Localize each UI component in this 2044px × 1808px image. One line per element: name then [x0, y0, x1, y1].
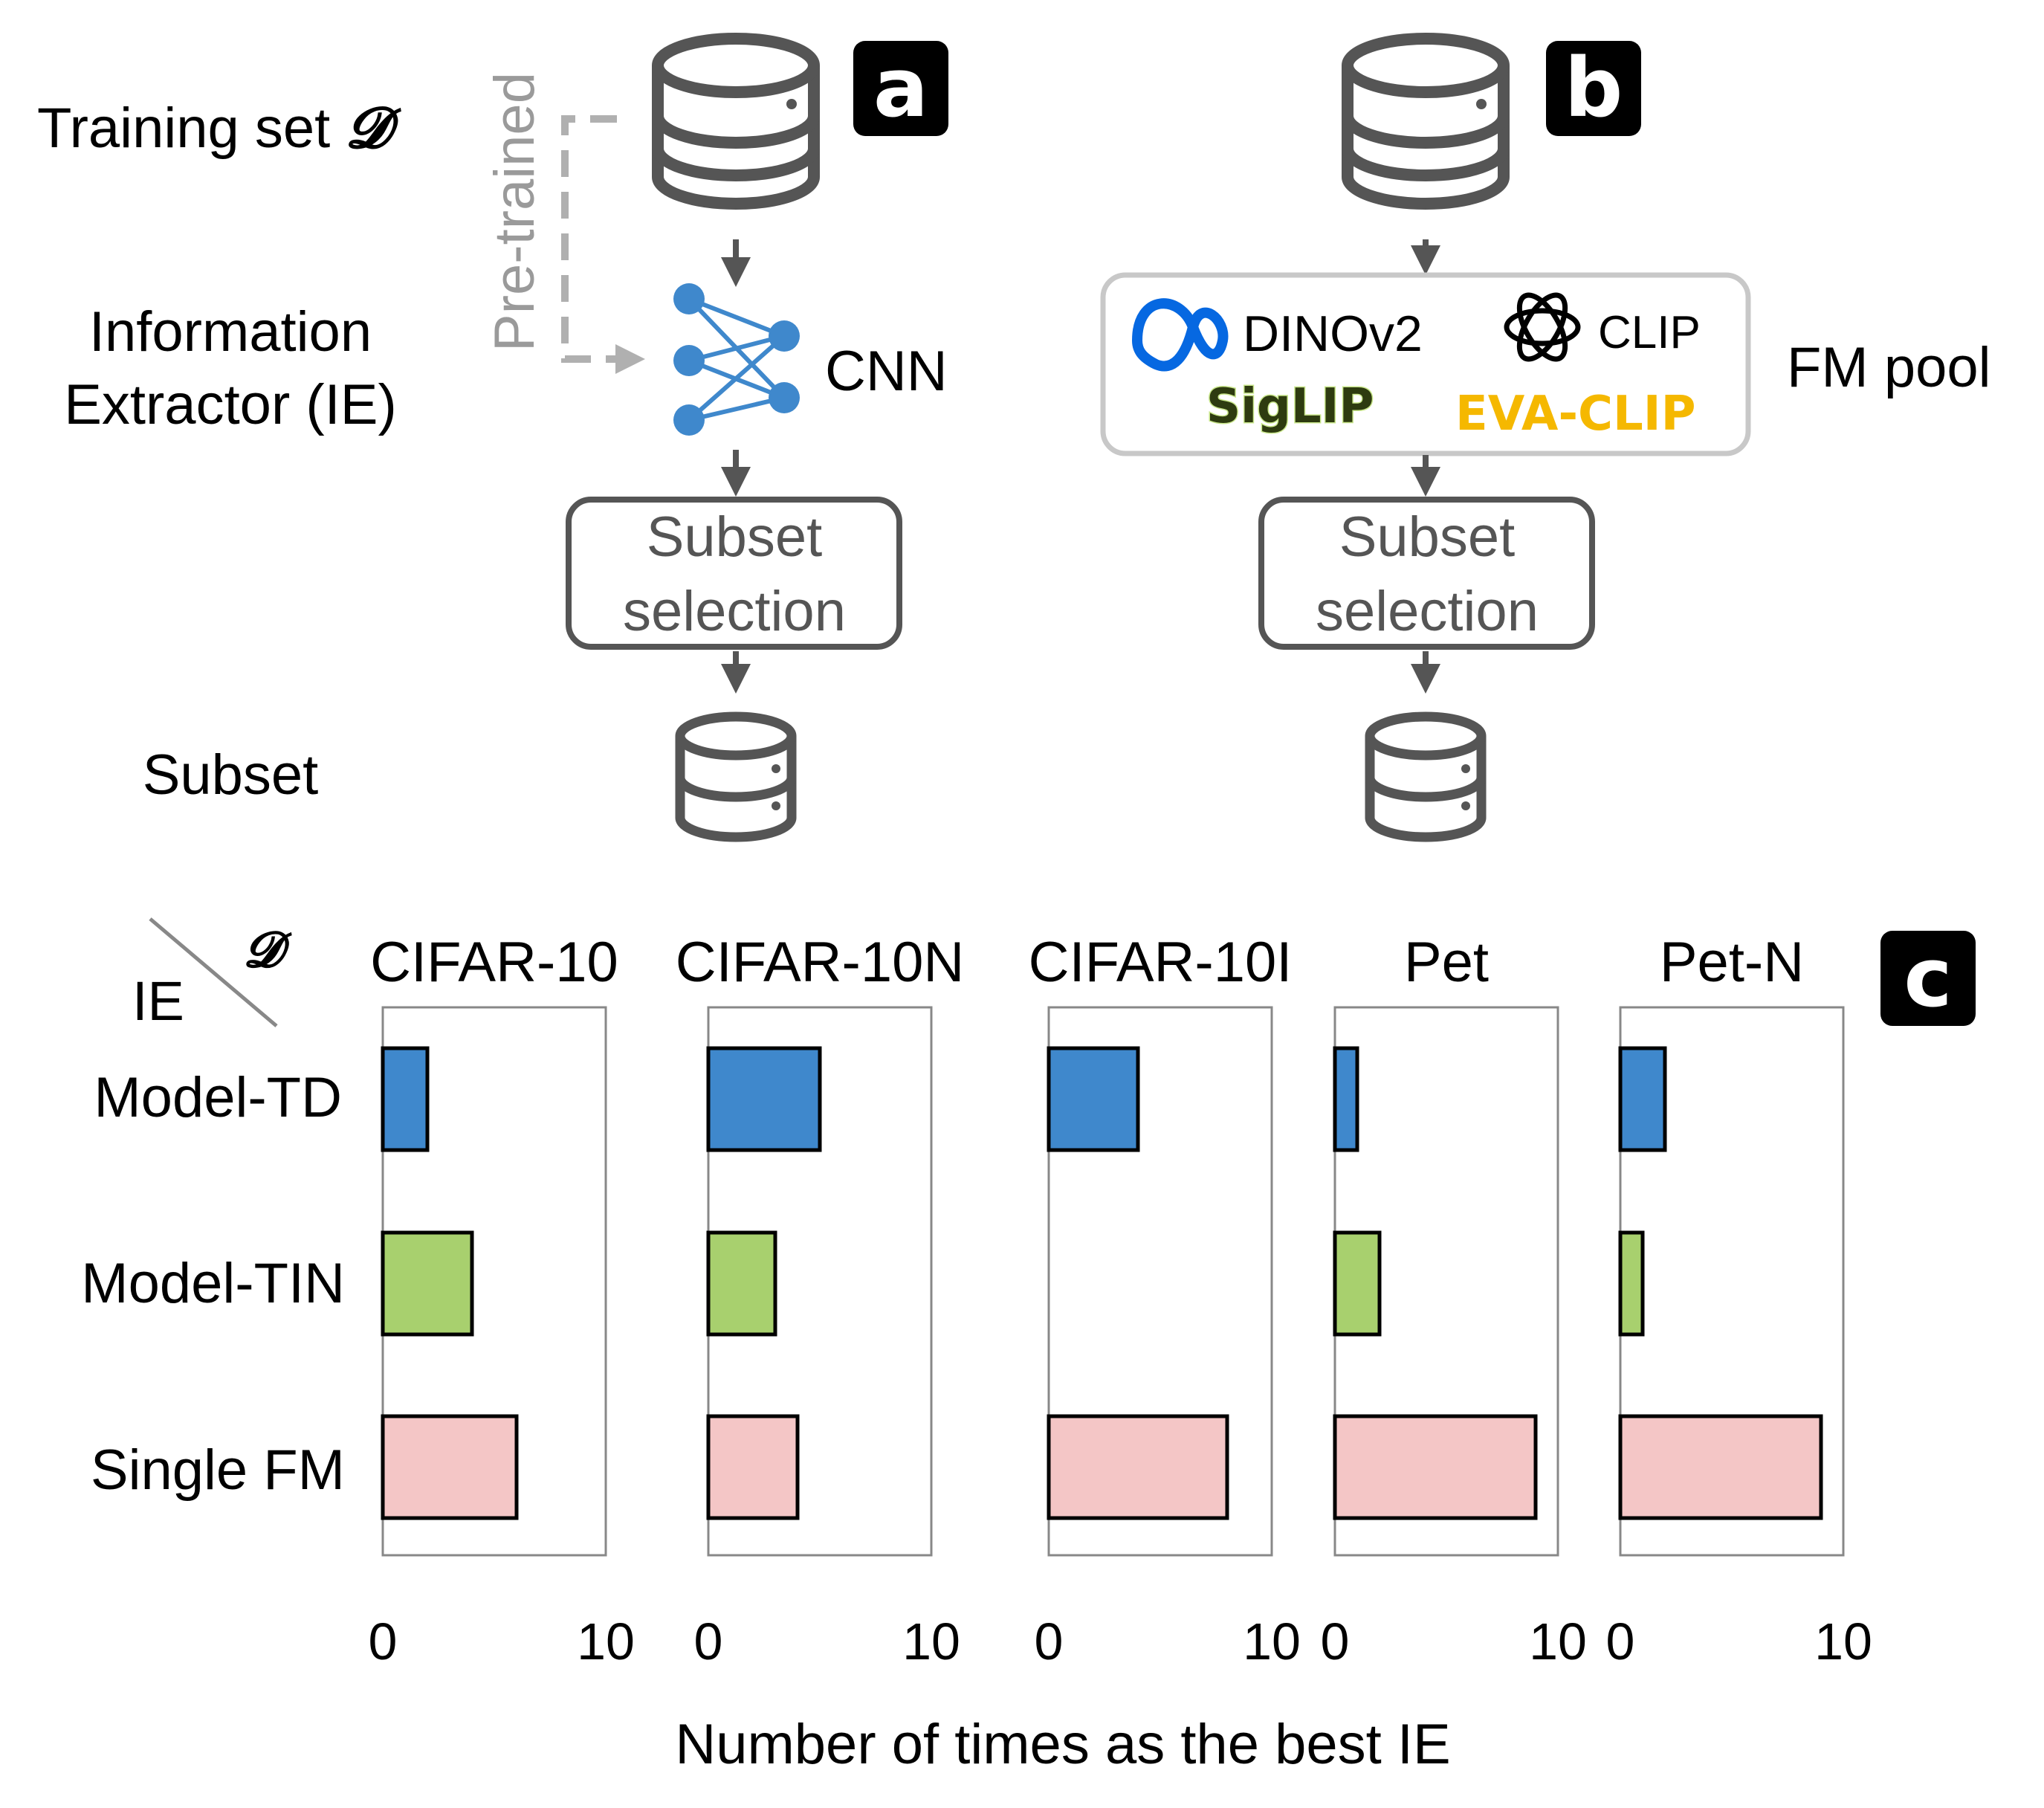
x-tick-cifar-10-0: 0 — [369, 1612, 398, 1670]
bar-cifar-10n-single-fm — [706, 1414, 800, 1520]
bar-cifar-10-model-td — [381, 1046, 430, 1152]
subset-selection-box-a — [566, 497, 902, 650]
row-label-model-td: Model-TD — [94, 1066, 342, 1129]
selection-line2-b: selection — [1316, 580, 1539, 643]
bar-pet-n-model-td — [1618, 1046, 1667, 1152]
corner-row-label: IE — [132, 970, 184, 1032]
chart-title-pet: Pet — [1404, 931, 1489, 994]
bar-cifar-10-single-fm — [381, 1414, 519, 1520]
bar-cifar-10n-model-tin — [706, 1230, 777, 1337]
bar-pet-model-td — [1333, 1046, 1359, 1152]
bar-cifar-10i-model-td — [1047, 1046, 1140, 1152]
row-label-single-fm: Single FM — [91, 1439, 345, 1502]
pretrained-label: Pre-trained — [483, 72, 546, 352]
x-axis-label: Number of times as the best IE — [675, 1713, 1450, 1776]
corner-col-symbol: 𝓓 — [244, 920, 292, 978]
chart-title-cifar-10: CIFAR-10 — [370, 931, 618, 994]
corner-diagonal — [149, 917, 278, 1027]
panel-tag-c-text: c — [1904, 930, 1952, 1025]
x-tick-pet-0: 0 — [1321, 1612, 1350, 1670]
fm-model-siglip: SigLIP — [1206, 379, 1374, 434]
ie-label-line1: Information — [89, 300, 372, 364]
subset-database-icon-b — [1370, 717, 1481, 837]
bar-cifar-10-model-tin — [381, 1230, 474, 1337]
chart-title-cifar-10i: CIFAR-10I — [1029, 931, 1293, 994]
subset-label: Subset — [143, 743, 319, 807]
panel-a: Training set 𝓓 Information Extractor (IE… — [37, 39, 948, 837]
subset-database-icon-a — [680, 717, 792, 837]
fm-pool-label: FM pool — [1787, 336, 1991, 399]
training-set-database-icon — [658, 39, 814, 204]
cnn-network-icon — [673, 283, 800, 436]
subset-selection-box-b — [1258, 497, 1595, 650]
selection-line2-a: selection — [623, 580, 846, 643]
chart-title-cifar-10n: CIFAR-10N — [676, 931, 965, 994]
panel-c: IE 𝓓 Model-TD Model-TIN Single FM CIFAR-… — [81, 917, 1976, 1776]
x-tick-cifar-10i-0: 0 — [1035, 1612, 1064, 1670]
panel-tag-a — [853, 41, 948, 136]
bar-pet-model-tin — [1333, 1230, 1382, 1337]
bar-pet-n-model-tin — [1618, 1230, 1645, 1337]
bar-cifar-10n-model-td — [706, 1046, 822, 1152]
bar-cifar-10i-single-fm — [1047, 1414, 1229, 1520]
x-tick-pet-n-10: 10 — [1814, 1612, 1872, 1670]
bar-pet-n-single-fm — [1618, 1414, 1823, 1520]
training-set-label: Training set 𝓓 — [37, 94, 401, 161]
cnn-label: CNN — [825, 340, 948, 403]
fm-model-dinov2: DINOv2 — [1243, 306, 1423, 362]
selection-line1-b: Subset — [1339, 506, 1516, 569]
row-label-model-tin: Model-TIN — [81, 1252, 345, 1315]
x-tick-cifar-10-10: 10 — [577, 1612, 635, 1670]
selection-line1-a: Subset — [647, 506, 823, 569]
training-set-database-icon-b — [1348, 39, 1504, 204]
fm-pool-box — [1100, 272, 1751, 456]
meta-logo-icon — [1132, 298, 1229, 372]
x-tick-pet-n-0: 0 — [1606, 1612, 1635, 1670]
panel-b: DINOv2 CLIP SigLIP EVA-CLIP FM pool Subs… — [1100, 39, 1991, 837]
panel-tag-b-text: b — [1565, 40, 1623, 135]
panel-tag-a-text: a — [873, 40, 928, 135]
ie-label-line2: Extractor (IE) — [64, 373, 397, 436]
x-tick-pet-10: 10 — [1529, 1612, 1587, 1670]
x-tick-cifar-10n-10: 10 — [902, 1612, 960, 1670]
pretrained-dashed-arrow — [561, 115, 645, 374]
openai-logo-icon — [1504, 292, 1581, 362]
fm-model-clip: CLIP — [1598, 307, 1701, 358]
chart-title-pet-n: Pet-N — [1660, 931, 1804, 994]
bar-pet-single-fm — [1333, 1414, 1538, 1520]
panel-tag-b — [1546, 41, 1641, 136]
x-tick-cifar-10n-0: 0 — [694, 1612, 723, 1670]
fm-model-eva-clip: EVA-CLIP — [1455, 387, 1695, 442]
panel-tag-c — [1880, 931, 1976, 1026]
x-tick-cifar-10i-10: 10 — [1243, 1612, 1301, 1670]
